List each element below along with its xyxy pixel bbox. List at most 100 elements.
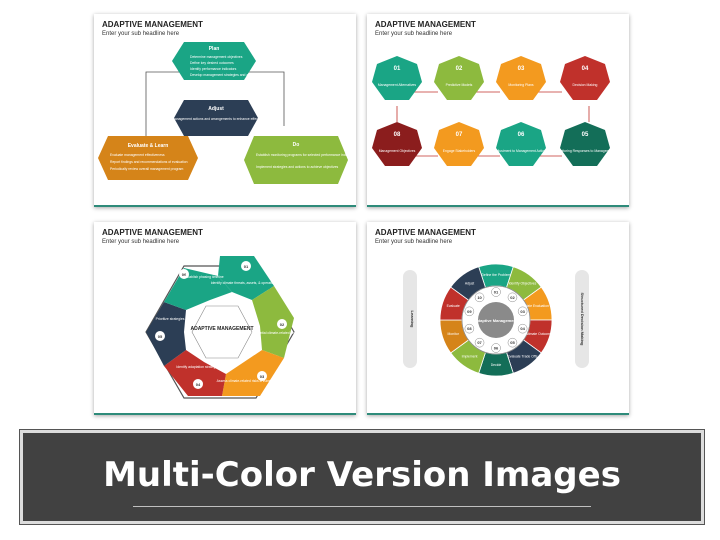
plan-heading: Plan	[209, 46, 220, 52]
segment-number-badge	[517, 323, 528, 334]
segment-label: Identify Objectives	[509, 282, 537, 286]
segment-number-badge	[507, 292, 518, 303]
segment-04	[164, 350, 226, 396]
decision-bar	[575, 270, 589, 368]
segment-number: 09	[467, 309, 472, 314]
plan-item: Identify performance indicators	[190, 67, 237, 71]
segment-01	[218, 256, 274, 300]
evaluate-heading: Evaluate & Learn	[128, 143, 169, 149]
item-number: 01	[244, 264, 249, 269]
step-label: Monitoring Responses to Management	[556, 149, 614, 153]
segment-number: 02	[510, 295, 515, 300]
cycle-diagram: Plan Determine management objectives Def…	[98, 42, 356, 184]
item-label: Assess climate-related risks & vulnerabi…	[217, 379, 284, 383]
item-label: Identify adaptation strategies	[176, 365, 220, 369]
step-label: Adjustment to Management Actions	[494, 149, 548, 153]
segment-label: Estimate Outcomes	[524, 332, 554, 336]
segment-number-badge	[491, 287, 501, 297]
adjust-heading: Adjust	[208, 106, 224, 112]
slide-title: ADAPTIVE MANAGEMENT	[375, 20, 476, 29]
step-label: Management Objectives	[379, 149, 416, 153]
segment-label: Implement	[462, 354, 478, 358]
segment-number-badge	[507, 337, 518, 348]
segment-number: 06	[494, 346, 499, 351]
slide-subtitle: Enter your sub headline here	[375, 239, 453, 245]
step-label: Engage Stakeholders	[443, 149, 476, 153]
step-label: Decision Making	[573, 83, 598, 87]
evaluate-item: Report findings and recommendations of e…	[110, 160, 188, 164]
center-label: Adaptive Management	[475, 318, 518, 323]
adjust-text: Adjust management actions and arrangemen…	[162, 117, 271, 121]
slide-thumbnail-plan-do-adjust[interactable]: ADAPTIVE MANAGEMENT Enter your sub headl…	[94, 14, 356, 207]
step-number: 02	[456, 66, 463, 72]
slide-subtitle: Enter your sub headline here	[102, 239, 180, 245]
segment-number: 08	[467, 326, 472, 331]
segment-number: 07	[477, 340, 482, 345]
segment-number: 05	[510, 340, 515, 345]
slide-thumbnail-eight-steps[interactable]: ADAPTIVE MANAGEMENT Enter your sub headl…	[367, 14, 629, 207]
segment-number: 10	[477, 295, 482, 300]
segment-number-badge	[474, 337, 485, 348]
slide-subtitle: Enter your sub headline here	[375, 31, 453, 37]
item-number: 05	[158, 334, 163, 339]
evaluate-hexagon	[98, 136, 198, 180]
item-label: Identify potential climate-related impac…	[242, 331, 303, 335]
multi-color-banner: Multi-Color Version Images	[20, 430, 704, 524]
segment-02	[252, 286, 294, 358]
segment-number: 01	[494, 290, 499, 295]
segment-label: Evaluate	[447, 304, 460, 308]
learning-bar	[403, 270, 417, 368]
center-circle	[478, 302, 514, 338]
slide-title: ADAPTIVE MANAGEMENT	[102, 228, 203, 237]
adjust-hexagon	[174, 100, 258, 136]
evaluate-item: Periodically review overall management p…	[110, 167, 183, 171]
segment-number-badge	[517, 306, 528, 317]
item-number: 02	[280, 322, 285, 327]
do-item: Implement strategies and actions to achi…	[256, 165, 338, 169]
slide-thumbnail-ring-cycle[interactable]: ADAPTIVE MANAGEMENT Enter your sub headl…	[367, 222, 629, 415]
steps-diagram: 01 02 03 04 05 06 07 08 Management Alter…	[372, 56, 614, 166]
item-label: Prioritize strategies	[156, 317, 185, 321]
banner-divider	[133, 506, 591, 507]
do-hexagon	[244, 136, 348, 184]
segment-number-badge	[474, 292, 485, 303]
item-number: 06	[182, 272, 187, 277]
step-number: 05	[582, 132, 589, 138]
segment-label: Monitor	[448, 332, 460, 336]
slide-title: ADAPTIVE MANAGEMENT	[375, 228, 476, 237]
segment-label: Decide	[491, 363, 502, 367]
plan-item: Determine management objectives	[190, 55, 243, 59]
segment-03	[222, 350, 284, 396]
hexagon-cycle-diagram: ADAPTIVE MANAGEMENT 01 02 03 04 05 06 Id…	[145, 256, 303, 399]
step-number: 04	[582, 66, 589, 72]
item-label: Establish phasing timeline	[184, 275, 223, 279]
segment-05	[146, 302, 186, 366]
ring-segments	[439, 263, 553, 377]
segment-number: 03	[520, 309, 525, 314]
plan-item: Develop management strategies and action…	[190, 73, 257, 77]
item-number: 03	[260, 374, 265, 379]
segment-number-badge	[491, 343, 501, 353]
step-label: Monitoring Plans	[508, 83, 534, 87]
learning-label: Learning	[410, 311, 415, 328]
step-label: Management Alternatives	[378, 83, 417, 87]
segment-number-badge	[464, 306, 475, 317]
do-item: Establish monitoring programs for select…	[256, 153, 356, 157]
step-number: 08	[394, 132, 401, 138]
segment-number-badge	[464, 323, 475, 334]
step-number: 01	[394, 66, 401, 72]
segment-label: Adjust	[465, 282, 474, 286]
segment-label: Formulate Evaluation Criteria	[517, 304, 561, 308]
slide-title: ADAPTIVE MANAGEMENT	[102, 20, 203, 29]
segment-06	[164, 268, 232, 310]
slide-subtitle: Enter your sub headline here	[102, 31, 180, 37]
segment-label: Define the Problem	[481, 273, 510, 277]
step-number: 03	[518, 66, 525, 72]
plan-item: Define key desired outcomes	[190, 61, 234, 65]
banner-title: Multi-Color Version Images	[103, 455, 621, 495]
evaluate-item: Evaluate management effectiveness	[110, 153, 165, 157]
slide-thumbnail-hexagon-cycle[interactable]: ADAPTIVE MANAGEMENT Enter your sub headl…	[94, 222, 356, 415]
segment-label: Evaluate Trade Offs	[507, 354, 537, 358]
plan-hexagon	[172, 42, 256, 80]
ring-cycle-diagram: Learning Structured Decision Making Adap…	[403, 263, 589, 377]
